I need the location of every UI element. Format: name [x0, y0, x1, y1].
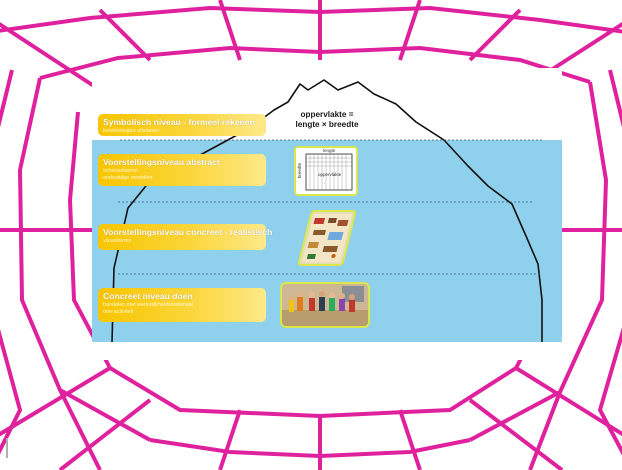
- level-title: Voorstellingsniveau abstract: [103, 157, 220, 167]
- level-symbolic: Symbolisch niveau - formeel rekenen bere…: [98, 114, 266, 136]
- grid-drawing: [305, 153, 353, 191]
- formula-line-2: lengte × breedte: [295, 120, 359, 129]
- edge-mark: [6, 438, 8, 458]
- level-abstract: Voorstellingsniveau abstract schematiser…: [98, 154, 266, 186]
- iceberg-diagram: Symbolisch niveau - formeel rekenen bere…: [92, 68, 562, 360]
- grid-width-label: breedte: [297, 162, 303, 179]
- children-photo-art: [282, 284, 368, 326]
- level-subtitle: berekeningen uitvoeren: [103, 128, 160, 134]
- level-subtitle: schematiseren andsuidige modellen: [103, 168, 153, 181]
- level-title: Concreet niveau doen: [103, 291, 193, 301]
- level-title: Voorstellingsniveau concreet - realistis…: [103, 227, 273, 237]
- classroom-drawing: [302, 214, 352, 262]
- level-subtitle: visualiseren: [103, 238, 132, 244]
- children-photo: [280, 282, 370, 328]
- level-concrete-doing: Concreet niveau doen handelen met werkel…: [98, 288, 266, 322]
- grid-length-label: lengte: [323, 148, 336, 153]
- level-title: Symbolisch niveau - formeel rekenen: [103, 117, 255, 127]
- abstract-grid-image: lengte breedte oppervlakte: [294, 146, 358, 196]
- grid-area-label: oppervlakte: [318, 172, 342, 177]
- level-concrete-realistic: Voorstellingsniveau concreet - realistis…: [98, 224, 273, 250]
- level-subtitle: handelen met werkelijkheidsmateriaal doe…: [103, 302, 193, 315]
- area-formula: oppervlakte = lengte × breedte: [282, 110, 372, 130]
- formula-line-1: oppervlakte =: [300, 110, 354, 119]
- classroom-drawing-image: [297, 210, 357, 266]
